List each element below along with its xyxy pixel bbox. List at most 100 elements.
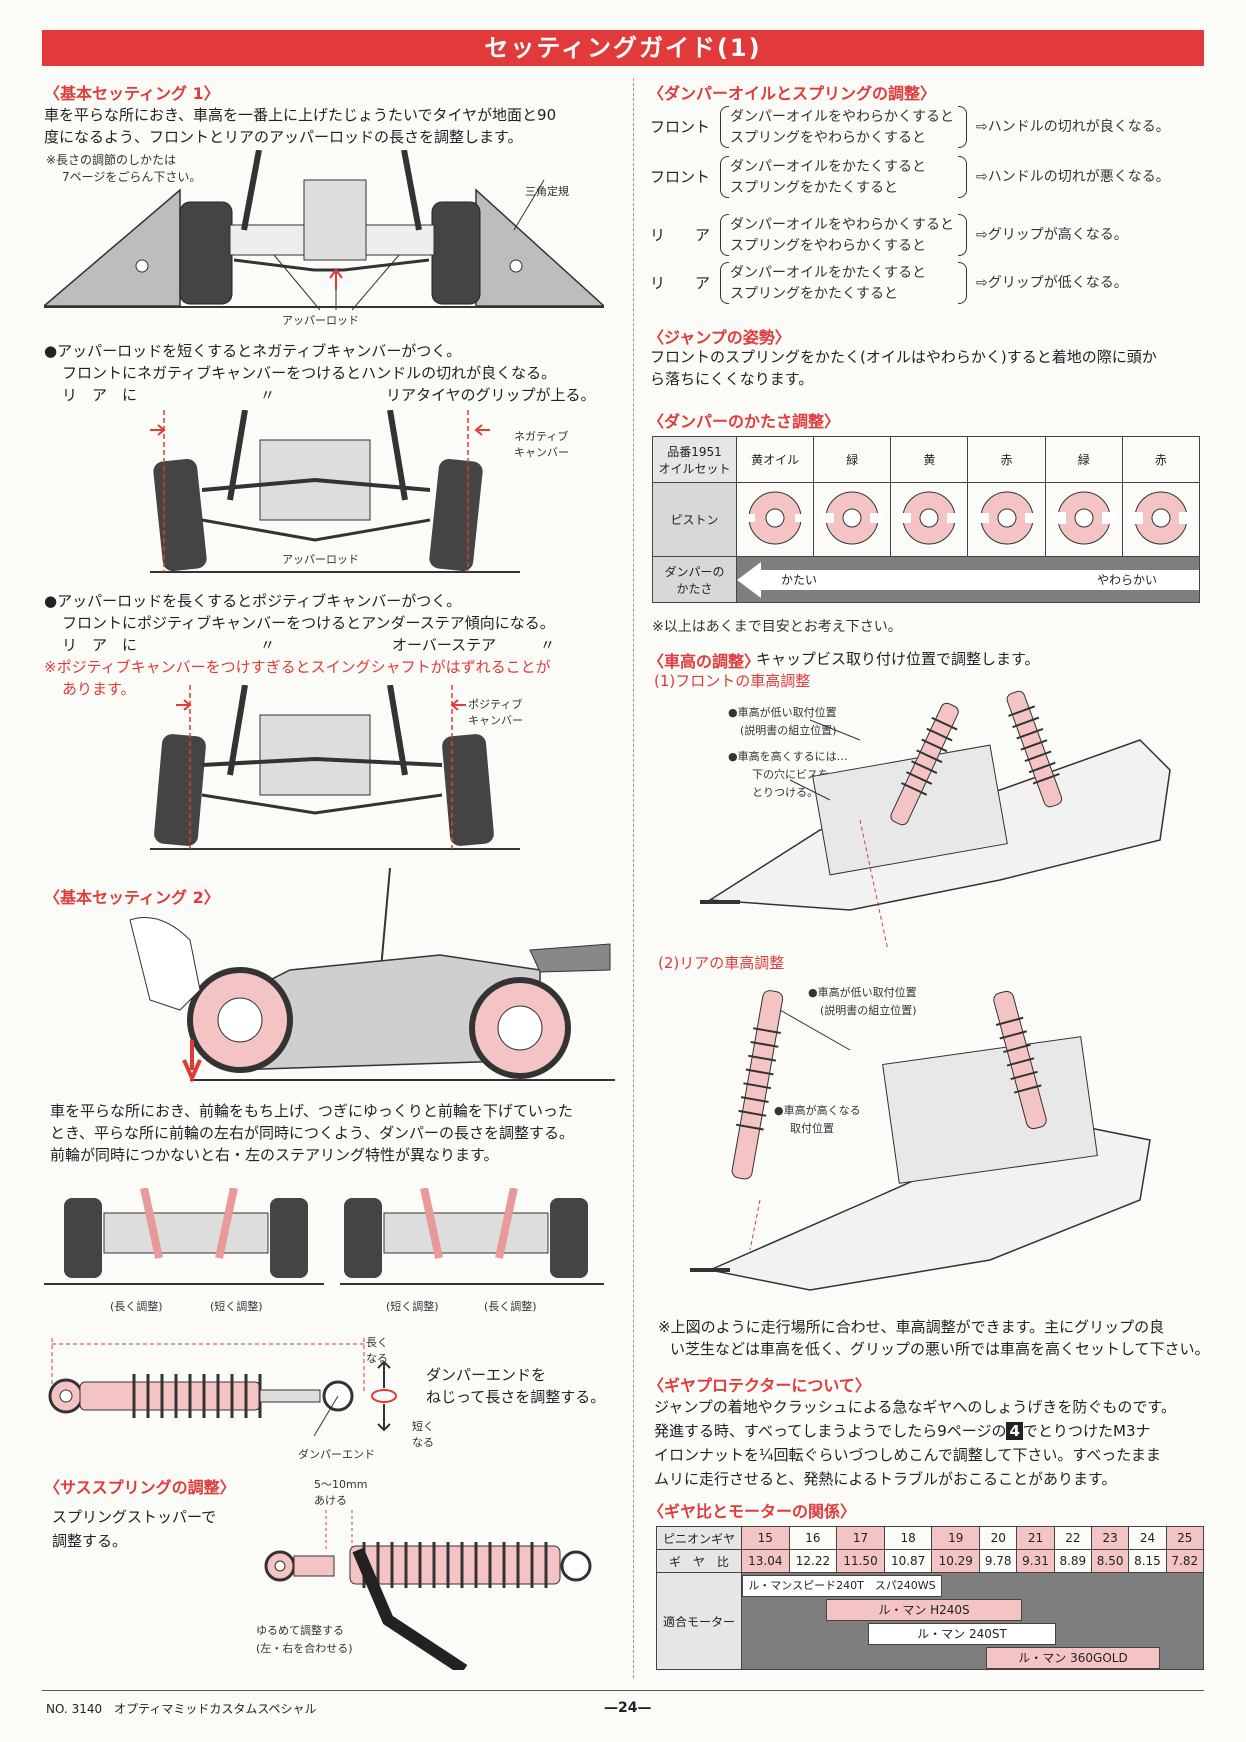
adjust-note-1: ※長さの調節のしかたは bbox=[46, 153, 177, 167]
ratio-cell: 8.15 bbox=[1128, 1549, 1167, 1573]
bracket-right bbox=[958, 262, 967, 304]
motor-range-1: ル・マンスピード240T スパ240WS bbox=[742, 1575, 942, 1597]
oil-row-4-cond-2: スプリングをかたくすると bbox=[730, 286, 898, 302]
ratio-cell: 11.50 bbox=[836, 1549, 885, 1573]
pinion-cell: 23 bbox=[1090, 1526, 1130, 1550]
piston-icon bbox=[976, 491, 1037, 545]
hardness-gradient-cell: かたい やわらかい bbox=[736, 556, 1200, 603]
oil-spring-heading: 〈ダンパーオイルとスプリングの調整〉 bbox=[648, 84, 937, 103]
oil-row-2-result: ⇨ハンドルの切れが悪くなる。 bbox=[976, 169, 1170, 185]
hardness-header-1: ダンパーの bbox=[664, 564, 725, 579]
pos-camber-line-3d: 〃 bbox=[540, 636, 556, 654]
neg-camber-line-1: ●アッパーロッドを短くするとネガティブキャンバーがつく。 bbox=[44, 342, 462, 360]
gear-protector-text-2-tail: でとりつけたM3ナ bbox=[1022, 1422, 1151, 1440]
pos-camber-line-3b: 〃 bbox=[260, 636, 276, 654]
ride-height-note-2: い芝生などは車高を低く、グリップの悪い所では車高を高くセットして下さい。 bbox=[670, 1340, 1210, 1358]
pos-camber-warning-2: あります。 bbox=[62, 680, 136, 698]
pinion-cell: 22 bbox=[1053, 1526, 1092, 1550]
gap-label-1: 5〜10mm bbox=[314, 1478, 368, 1491]
gear-protector-text-4: ムリに走行させると、発熱によるトラブルがおこることがあります。 bbox=[654, 1470, 1117, 1488]
bracket-right bbox=[958, 214, 967, 256]
jump-posture-text-1: フロントのスプリングをかたく(オイルはやわらかく)すると着地の際に頭か bbox=[650, 348, 1157, 366]
oil-row-2: フロント ダンパーオイルをかたくすると スプリングをかたくすると ⇨ハンドルの切… bbox=[650, 156, 1210, 200]
oil-row-2-cond-1: ダンパーオイルをかたくすると bbox=[730, 159, 926, 175]
oil-cell: 緑 bbox=[1044, 436, 1123, 483]
spring-adjust-heading: 〈サススプリングの調整〉 bbox=[44, 1478, 236, 1497]
bracket-left bbox=[720, 156, 729, 198]
oil-set-header-1: 品番1951 bbox=[667, 444, 722, 459]
pinion-cell: 24 bbox=[1128, 1526, 1167, 1550]
gear-protector-text-2-main: 発進する時、すべってしまうようでしたら9ページの bbox=[654, 1422, 1007, 1440]
ratio-cell: 8.89 bbox=[1053, 1549, 1092, 1573]
pinion-cell: 25 bbox=[1165, 1526, 1205, 1550]
basic-setting-2-text-1: 車を平らな所におき、前輪をもち上げ、つぎにゆっくりと前輪を下げていった bbox=[50, 1102, 573, 1120]
ride-height-heading: 〈車高の調整〉 bbox=[648, 652, 761, 671]
pinion-cell: 15 bbox=[741, 1526, 790, 1550]
motor-range-3: ル・マン 240ST bbox=[868, 1623, 1056, 1645]
front-height-title: (1)フロントの車高調整 bbox=[654, 672, 811, 690]
ratio-cell: 12.22 bbox=[788, 1549, 838, 1573]
negative-camber-diagram bbox=[150, 410, 520, 573]
rear-ride-height-diagram bbox=[690, 990, 1151, 1291]
gear-ratio-table: ピニオンギヤ 15 16 17 18 19 20 21 22 23 24 25 … bbox=[656, 1526, 1205, 1670]
step-number-badge: 4 bbox=[1006, 1422, 1023, 1440]
pos-camber-warning-1: ※ポジティブキャンバーをつけすぎるとスイングシャフトがはずれることが bbox=[44, 658, 551, 676]
oil-row-4: リ ア ダンパーオイルをかたくすると スプリングをかたくすると ⇨グリップが低く… bbox=[650, 262, 1210, 306]
piston-header: ピストン bbox=[652, 482, 737, 557]
oil-cell: 赤 bbox=[1121, 436, 1201, 483]
piston-icon bbox=[1051, 491, 1116, 545]
oil-row-3-position: リ ア bbox=[650, 226, 711, 244]
oil-row-2-position: フロント bbox=[650, 168, 711, 186]
hardness-arrow bbox=[737, 561, 1199, 598]
soft-label: やわらかい bbox=[1097, 573, 1158, 587]
damper-hardness-heading: 〈ダンパーのかたさ調整〉 bbox=[648, 412, 841, 431]
oil-cell: 赤 bbox=[967, 436, 1046, 483]
damper-length-diagrams bbox=[44, 1188, 604, 1285]
oil-cell: 黄 bbox=[890, 436, 969, 483]
jump-posture-heading: 〈ジャンプの姿勢〉 bbox=[648, 328, 791, 347]
oil-row-3-cond-2: スプリングをやわらかくすると bbox=[730, 238, 926, 254]
long-adjust-label-1: (長く調整) bbox=[110, 1300, 163, 1313]
oil-cell: 緑 bbox=[813, 436, 892, 483]
pos-camber-line-1: ●アッパーロッドを長くするとポジティブキャンバーがつく。 bbox=[44, 592, 462, 610]
camber-setup-diagram bbox=[44, 150, 604, 311]
neg-camber-line-3b: 〃 bbox=[260, 386, 276, 404]
loosen-label-1: ゆるめて調整する bbox=[256, 1624, 344, 1637]
piston-icon bbox=[822, 491, 883, 545]
pos-camber-line-3a: リ ア に bbox=[62, 636, 138, 654]
basic-setting-2-heading: 〈基本セッティング 2〉 bbox=[44, 888, 220, 907]
oil-row-1-result: ⇨ハンドルの切れが良くなる。 bbox=[976, 119, 1170, 135]
oil-row-2-cond-2: スプリングをかたくすると bbox=[730, 180, 898, 196]
pos-camber-line-3c: オーバーステア bbox=[392, 636, 497, 654]
bracket-right bbox=[958, 156, 967, 198]
oil-row-4-cond-1: ダンパーオイルをかたくすると bbox=[730, 265, 926, 281]
pinion-cell: 19 bbox=[931, 1526, 981, 1550]
piston-cell bbox=[735, 482, 815, 557]
oil-cell: 黄オイル bbox=[735, 436, 815, 483]
short-adjust-label-1: (短く調整) bbox=[210, 1300, 263, 1313]
oil-row-4-result: ⇨グリップが低くなる。 bbox=[976, 275, 1128, 291]
jump-posture-text-2: ら落ちにくくなります。 bbox=[650, 370, 814, 388]
damper-end-desc-2: ねじって長さを調整する。 bbox=[426, 1388, 606, 1406]
motor-range-2: ル・マン H240S bbox=[826, 1599, 1022, 1621]
positive-camber-label: キャンバー bbox=[468, 714, 523, 727]
hardness-header-2: かたさ bbox=[676, 581, 713, 596]
motor-range-cell: ル・マンスピード240T スパ240WS ル・マン H240S ル・マン 240… bbox=[741, 1572, 1204, 1670]
adjust-note-2: 7ページをごらん下さい。 bbox=[62, 170, 202, 184]
pos-camber-line-2: フロントにポジティブキャンバーをつけるとアンダーステア傾向になる。 bbox=[62, 614, 555, 632]
ride-height-heading-tail: キャップビス取り付け位置で調整します。 bbox=[756, 650, 1040, 668]
gap-label-2: あける bbox=[314, 1494, 347, 1507]
footer-rule bbox=[42, 1690, 1204, 1691]
rear-low-label-2: (説明書の組立位置) bbox=[820, 1004, 917, 1017]
page-title: セッティングガイド(1) bbox=[42, 30, 1204, 66]
ratio-cell: 9.78 bbox=[979, 1549, 1018, 1573]
footer-product: NO. 3140 オプティマミッドカスタムスペシャル bbox=[46, 1702, 317, 1716]
pinion-header: ピニオンギヤ bbox=[656, 1526, 742, 1550]
gear-ratio-heading: 〈ギヤ比とモーターの関係〉 bbox=[648, 1502, 857, 1521]
pinion-cell: 18 bbox=[883, 1526, 933, 1550]
basic-setting-2-text-3: 前輪が同時につかないと右・左のステアリング特性が異なります。 bbox=[50, 1146, 499, 1164]
oil-row-3-cond-1: ダンパーオイルをやわらかくすると bbox=[730, 217, 954, 233]
oil-row-1: フロント ダンパーオイルをやわらかくすると スプリングをやわらかくすると ⇨ハン… bbox=[650, 106, 1210, 150]
oil-set-header: 品番1951 オイルセット bbox=[652, 436, 737, 483]
